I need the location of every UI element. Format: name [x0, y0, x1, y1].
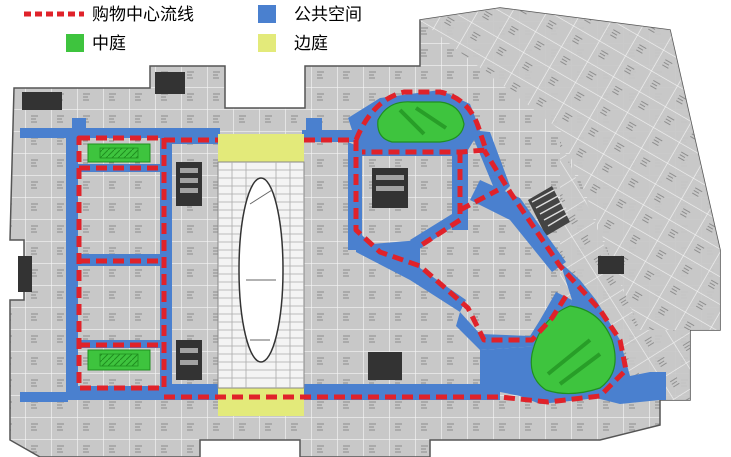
- public-corridor: [20, 128, 68, 138]
- atrium-top-right: [377, 101, 465, 143]
- public-corridor: [470, 180, 566, 272]
- legend-label-circulation: 购物中心流线: [92, 5, 194, 25]
- central-void: [217, 161, 305, 389]
- legend-swatch-side-court: [258, 34, 276, 52]
- public-corridor: [356, 230, 466, 312]
- route-inner-link: [418, 152, 463, 249]
- route-left-loop: [76, 135, 167, 391]
- legend-swatch-atrium: [66, 34, 84, 52]
- route-bottom-right: [164, 148, 629, 405]
- legend-item-side-court: 边庭: [258, 34, 328, 54]
- public-plaza: [480, 350, 516, 388]
- legend-item-public: 公共空间: [258, 5, 362, 25]
- public-corridor: [306, 118, 322, 136]
- route-inner-link: [458, 187, 500, 213]
- escalator: [528, 186, 570, 236]
- side-court-top: [218, 134, 304, 162]
- circulation-routes: [76, 89, 629, 405]
- public-corridor: [66, 128, 170, 138]
- service-room-details: [180, 168, 404, 365]
- public-corridor: [300, 384, 500, 400]
- legend-swatch-public: [258, 5, 276, 23]
- service-room: [598, 256, 624, 274]
- side-court-bottom: [218, 388, 304, 416]
- public-corridor: [650, 372, 666, 400]
- legend-label-side-court: 边庭: [294, 34, 328, 54]
- legend-item-circulation: 购物中心流线: [24, 5, 194, 25]
- legend: 购物中心流线 公共空间 中庭 边庭: [24, 5, 362, 54]
- atriums: [87, 101, 616, 395]
- service-room: [368, 352, 402, 380]
- legend-item-atrium: 中庭: [66, 34, 126, 54]
- legend-label-public: 公共空间: [294, 5, 362, 25]
- route-inner-diagonal: [353, 140, 569, 343]
- service-room: [22, 92, 62, 110]
- public-corridor: [72, 118, 86, 132]
- public-corridor: [410, 214, 460, 250]
- public-corridor: [20, 392, 68, 402]
- route-atrium-loop: [353, 89, 489, 155]
- service-room: [155, 72, 185, 94]
- legend-label-atrium: 中庭: [92, 34, 126, 54]
- side-courts: [218, 134, 304, 416]
- service-room: [18, 256, 32, 292]
